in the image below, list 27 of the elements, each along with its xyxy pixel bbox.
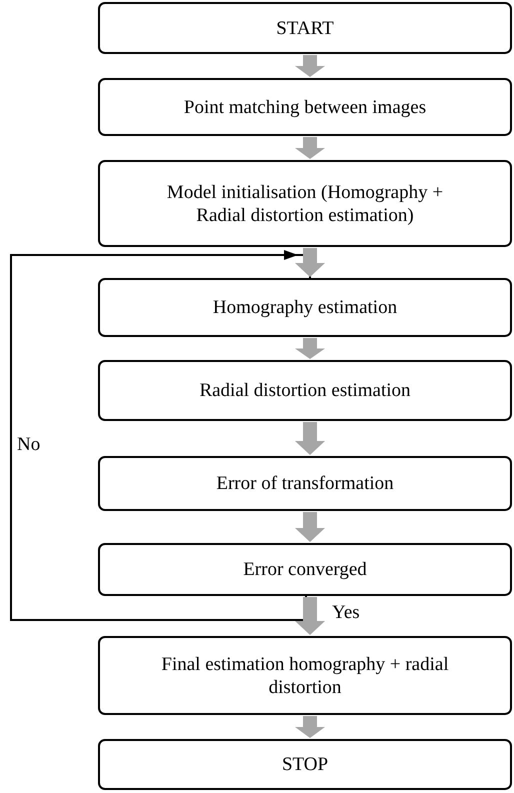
block-arrow bbox=[295, 248, 325, 277]
box-text: STOP bbox=[282, 753, 328, 776]
block-arrow bbox=[295, 512, 325, 542]
box-text: Model initialisation (Homography + Radial distortion estimation) bbox=[166, 180, 444, 226]
process-box bbox=[98, 360, 512, 421]
box-text: Homography estimation bbox=[212, 296, 398, 319]
block-arrow bbox=[295, 338, 325, 359]
process-box bbox=[98, 456, 512, 511]
block-arrow bbox=[295, 716, 325, 738]
block-arrow bbox=[295, 422, 325, 455]
loop-arrow bbox=[10, 250, 311, 621]
box-text: Error converged bbox=[243, 558, 367, 581]
process-box bbox=[98, 739, 512, 790]
process-box bbox=[98, 78, 512, 136]
process-box bbox=[98, 2, 512, 54]
box-text: Point matching between images bbox=[184, 96, 426, 118]
process-box bbox=[98, 278, 512, 337]
process-box bbox=[98, 636, 512, 715]
box-text: Final estimation homography + radial distortion bbox=[160, 652, 450, 698]
block-arrow bbox=[295, 597, 325, 635]
block-arrow bbox=[295, 55, 325, 77]
block-arrow bbox=[295, 137, 325, 159]
process-box bbox=[98, 160, 512, 247]
box-text: Radial distortion estimation bbox=[199, 379, 411, 402]
box-text: START bbox=[276, 16, 334, 40]
process-box bbox=[98, 543, 512, 596]
box-text: Error of transformation bbox=[216, 472, 394, 495]
